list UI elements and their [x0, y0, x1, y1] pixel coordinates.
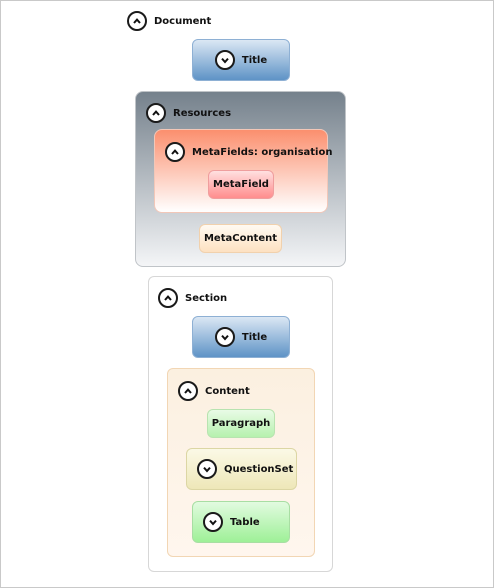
chevron-up-icon[interactable]: [178, 381, 198, 401]
content-label: Content: [205, 385, 250, 397]
questionset-node[interactable]: QuestionSet: [186, 448, 297, 490]
paragraph-label: Paragraph: [211, 418, 271, 429]
chevron-down-icon[interactable]: [197, 459, 217, 479]
metacontent-label: MetaContent: [203, 233, 278, 244]
resources-label: Resources: [173, 107, 232, 119]
chevron-down-icon[interactable]: [214, 327, 235, 347]
document-label: Document: [154, 15, 212, 27]
paragraph-node[interactable]: Paragraph: [207, 409, 275, 438]
chevron-down-icon[interactable]: [203, 512, 223, 532]
section-label: Section: [185, 292, 228, 304]
section-title-label: Title: [241, 331, 268, 343]
table-label: Table: [230, 516, 260, 528]
table-node[interactable]: Table: [192, 501, 290, 543]
document-title-label: Title: [241, 54, 268, 66]
chevron-up-icon[interactable]: [158, 288, 178, 308]
chevron-up-icon[interactable]: [127, 11, 147, 31]
content-header: Content: [178, 381, 250, 401]
section-title-node[interactable]: Title: [192, 316, 290, 358]
metafields-label: MetaFields: organisation: [192, 146, 333, 158]
metafields-header: MetaFields: organisation: [165, 142, 332, 162]
chevron-down-icon[interactable]: [214, 50, 235, 70]
document-title-node[interactable]: Title: [192, 39, 290, 81]
document-node: Document: [127, 11, 211, 31]
section-header: Section: [158, 288, 227, 308]
metacontent-node[interactable]: MetaContent: [199, 224, 282, 253]
chevron-up-icon[interactable]: [165, 142, 185, 162]
chevron-up-icon[interactable]: [146, 103, 166, 123]
metafield-node[interactable]: MetaField: [208, 170, 274, 199]
metafield-label: MetaField: [213, 179, 269, 190]
questionset-label: QuestionSet: [224, 463, 294, 475]
resources-header: Resources: [146, 103, 231, 123]
